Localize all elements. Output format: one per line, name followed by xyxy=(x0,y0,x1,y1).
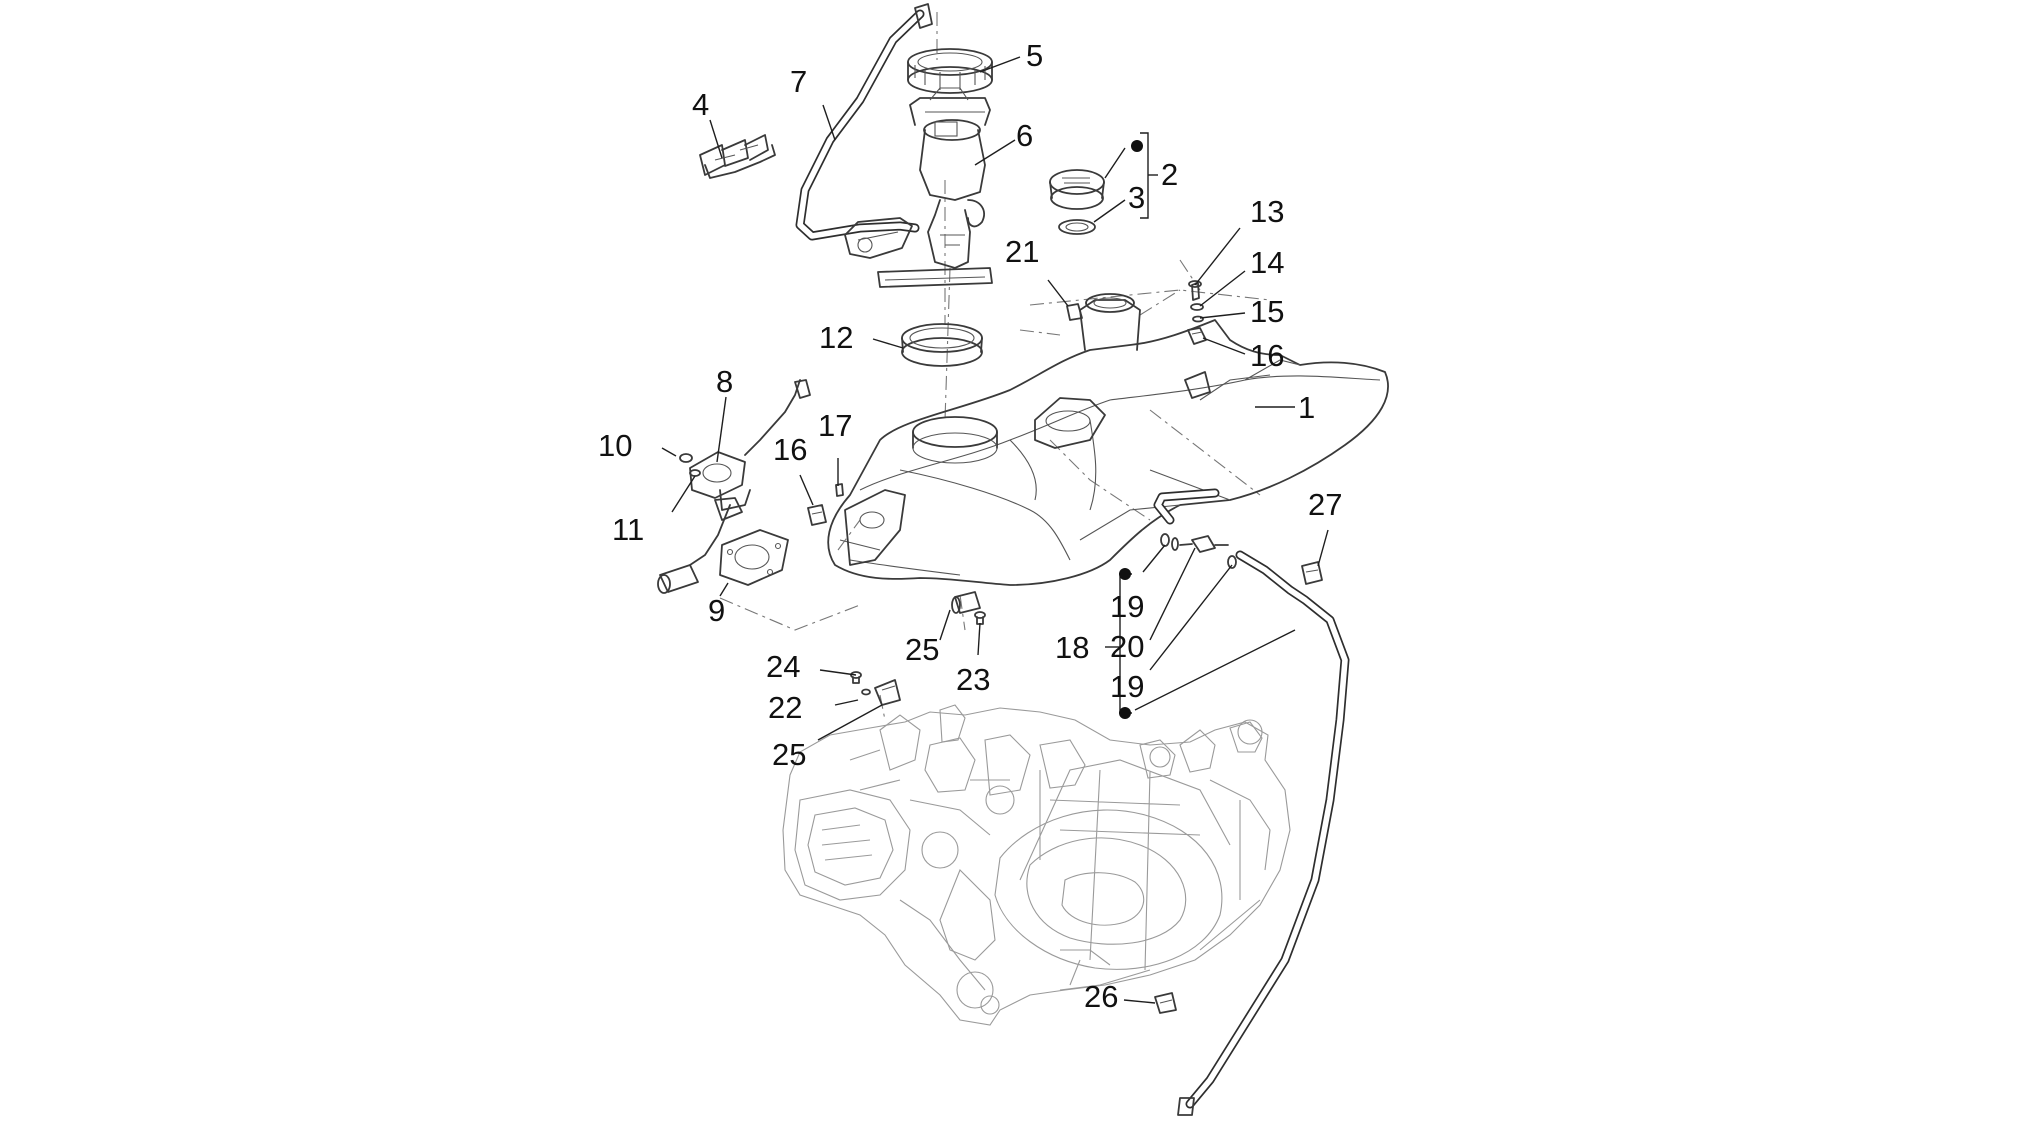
screw xyxy=(1188,280,1202,301)
callout-5: 5 xyxy=(1026,38,1043,73)
callout-1: 1 xyxy=(1298,390,1315,425)
screw-23 xyxy=(974,611,986,625)
callout-20: 20 xyxy=(1110,629,1144,664)
callout-22: 22 xyxy=(768,690,802,725)
callout-15: 15 xyxy=(1250,294,1284,329)
fuel-hose xyxy=(795,3,933,259)
hose-clip xyxy=(699,134,776,179)
callout-27: 27 xyxy=(1308,487,1342,522)
callout-18: 18 xyxy=(1055,630,1089,665)
callout-26: 26 xyxy=(1084,979,1118,1014)
sender-gasket xyxy=(719,529,789,586)
callout-23: 23 xyxy=(956,662,990,697)
fuel-tank xyxy=(827,293,1389,586)
small-screw xyxy=(835,483,844,497)
tank-clip xyxy=(1066,303,1083,321)
level-sender xyxy=(657,379,811,594)
check-valve xyxy=(1171,535,1229,553)
callout-17: 17 xyxy=(818,408,852,443)
hose-clip-26 xyxy=(1154,992,1177,1014)
callout-16b: 16 xyxy=(773,432,807,467)
callout-14: 14 xyxy=(1250,245,1284,280)
fitting-25 xyxy=(951,591,981,614)
callout-8: 8 xyxy=(716,364,733,399)
callout-25b: 25 xyxy=(772,737,806,772)
callout-10: 10 xyxy=(598,428,632,463)
ring-nut xyxy=(907,48,993,94)
callout-9: 9 xyxy=(708,593,725,628)
callout-12: 12 xyxy=(819,320,853,355)
marker-dot-19b xyxy=(1119,707,1131,719)
hose-clip-25 xyxy=(874,679,901,706)
vent-hose xyxy=(1177,550,1350,1116)
hose-clip-27 xyxy=(1301,561,1323,585)
callout-19b: 19 xyxy=(1110,669,1144,704)
nut-10 xyxy=(679,453,693,463)
filler-cap xyxy=(1049,169,1105,210)
cap-gasket xyxy=(1058,219,1096,235)
screw-24 xyxy=(850,671,862,684)
callout-7: 7 xyxy=(790,64,807,99)
callout-25a: 25 xyxy=(905,632,939,667)
washer-22 xyxy=(861,688,871,696)
callout-4: 4 xyxy=(692,87,709,122)
fuel-pump xyxy=(877,87,993,288)
nut-clip xyxy=(1187,327,1207,345)
vent-tube-short xyxy=(1153,488,1220,525)
leader-lines xyxy=(661,56,1329,1004)
callout-13: 13 xyxy=(1250,194,1284,229)
washer xyxy=(1190,303,1204,311)
marker-dot-2 xyxy=(1131,140,1143,152)
callout-24: 24 xyxy=(766,649,800,684)
washer-11 xyxy=(689,469,701,477)
engine-assembly xyxy=(782,704,1291,1026)
callout-21: 21 xyxy=(1005,234,1039,269)
callout-2: 2 xyxy=(1161,157,1178,192)
bracket-2-3 xyxy=(1140,132,1158,219)
seal-ring xyxy=(901,323,983,367)
callout-6: 6 xyxy=(1016,118,1033,153)
side-clip xyxy=(807,504,827,526)
callout-19a: 19 xyxy=(1110,589,1144,624)
washer-2 xyxy=(1192,315,1204,323)
alignment-lines xyxy=(719,12,1271,721)
callout-16a: 16 xyxy=(1250,338,1284,373)
callout-11: 11 xyxy=(612,512,644,547)
callout-3: 3 xyxy=(1128,180,1145,215)
callout-numbers: 1 2 3 4 5 6 7 8 9 10 11 12 13 14 15 16 1… xyxy=(598,38,1342,1014)
marker-dot-19a xyxy=(1119,568,1131,580)
